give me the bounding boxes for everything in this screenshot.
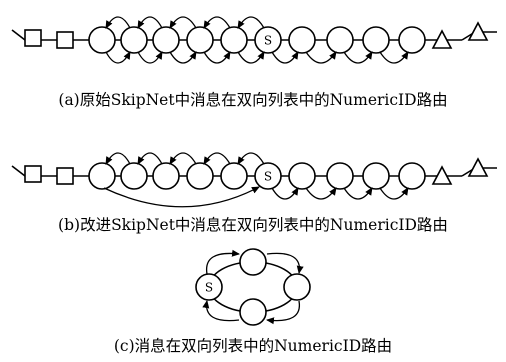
source-node-label: S <box>264 170 272 184</box>
routing-arrow <box>105 16 131 29</box>
routing-arrow <box>237 16 265 29</box>
link-line <box>11 165 26 177</box>
square-node <box>56 167 74 185</box>
routing-arrow <box>237 152 265 165</box>
caption-a: (a)原始SkipNet中消息在双向列表中的NumericID路由 <box>58 91 447 109</box>
routing-arrow <box>343 51 373 64</box>
triangle-node <box>467 157 489 177</box>
panel-c: S <box>195 248 311 326</box>
caption-b: (b)改进SkipNet中消息在双向列表中的NumericID路由 <box>58 216 448 234</box>
node <box>283 273 311 301</box>
square-node <box>24 29 42 47</box>
node <box>398 162 426 190</box>
node <box>88 26 116 54</box>
routing-arrow <box>169 16 197 29</box>
node <box>88 162 116 190</box>
routing-arrow <box>202 300 240 322</box>
node <box>288 162 316 190</box>
routing-arrow <box>266 300 301 325</box>
routing-arrow <box>343 187 373 200</box>
source-node <box>195 273 223 301</box>
node <box>120 26 148 54</box>
node <box>362 26 390 54</box>
source-node-label: S <box>264 34 272 48</box>
routing-arrow <box>271 187 299 200</box>
panel-a: S <box>11 16 497 64</box>
node <box>239 298 267 326</box>
node <box>362 162 390 190</box>
routing-arrow <box>203 51 231 64</box>
source-node <box>254 26 282 54</box>
node <box>152 162 180 190</box>
routing-arrow <box>169 51 197 64</box>
node <box>186 26 214 54</box>
routing-arrow <box>205 249 240 275</box>
routing-arrow <box>137 16 163 29</box>
node <box>239 248 267 276</box>
routing-arrow <box>203 16 231 29</box>
node <box>326 162 354 190</box>
routing-arrow <box>237 51 265 64</box>
routing-arrow <box>379 51 409 64</box>
node <box>326 26 354 54</box>
routing-arrow <box>271 51 299 64</box>
routing-arrow <box>379 187 409 200</box>
panel-b: S <box>11 152 497 208</box>
triangle-node <box>431 165 453 185</box>
triangle-node <box>467 21 489 41</box>
routing-arrow <box>137 152 163 165</box>
square-node <box>24 165 42 183</box>
node <box>288 26 316 54</box>
routing-arrow <box>266 252 304 274</box>
routing-arrow <box>203 152 231 165</box>
node <box>152 26 180 54</box>
source-node-label: S <box>205 281 213 295</box>
source-node <box>254 162 282 190</box>
routing-arrow <box>305 187 337 200</box>
caption-c: (c)消息在双向列表中的NumericID路由 <box>114 337 392 355</box>
routing-arrow <box>169 152 197 165</box>
node <box>220 162 248 190</box>
node <box>220 26 248 54</box>
node <box>398 26 426 54</box>
node <box>186 162 214 190</box>
link-line <box>11 29 26 41</box>
routing-arrow <box>305 51 337 64</box>
long-jump-arrow <box>103 186 260 208</box>
routing-arrow <box>105 51 131 64</box>
routing-arrow <box>137 51 163 64</box>
square-node <box>56 31 74 49</box>
triangle-node <box>431 29 453 49</box>
routing-arrow <box>105 152 131 165</box>
node <box>120 162 148 190</box>
